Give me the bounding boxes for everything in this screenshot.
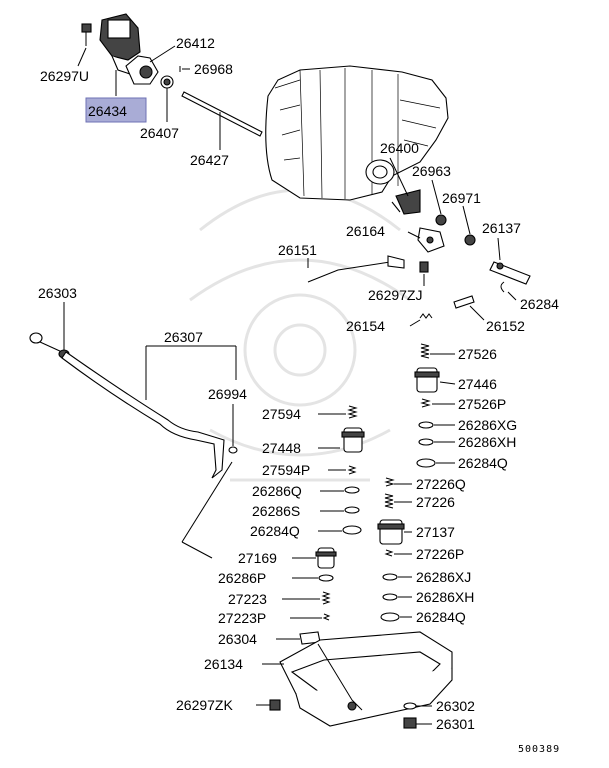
o-ring-26286XJ: [382, 573, 398, 581]
transmission-case: [265, 65, 449, 201]
label-26286XH-lower[interactable]: 26286XH: [416, 589, 474, 605]
leader-lines: [63, 45, 517, 725]
bracket-26400: [391, 189, 421, 215]
gasket-26302: [403, 702, 417, 710]
label-27448[interactable]: 27448: [262, 440, 301, 456]
label-26164[interactable]: 26164: [346, 223, 385, 239]
label-27137[interactable]: 27137: [416, 524, 455, 540]
nut-26963: [435, 214, 447, 226]
parking-rod-26151: [307, 255, 405, 283]
oil-pan-26134: [279, 631, 453, 727]
label-27223P[interactable]: 27223P: [218, 610, 266, 626]
label-26407[interactable]: 26407: [140, 125, 179, 141]
label-26307[interactable]: 26307: [164, 329, 203, 345]
shaft-26427: [181, 91, 263, 137]
spring-27223P: [322, 613, 331, 621]
label-26994[interactable]: 26994: [208, 386, 247, 402]
snap-ring-26284Q-top: [416, 458, 436, 468]
dipstick-26303: [29, 332, 70, 359]
label-26151[interactable]: 26151: [278, 242, 317, 258]
spring-27226Q: [384, 477, 395, 487]
label-26301[interactable]: 26301: [436, 716, 475, 732]
bushing-26407: [160, 75, 174, 89]
o-ring-26286XH: [418, 438, 434, 446]
spring-27223: [321, 591, 331, 605]
label-26971[interactable]: 26971: [442, 190, 481, 206]
piston-27448: [341, 427, 365, 453]
bolt-26297ZK: [269, 699, 281, 711]
o-ring-26286P: [318, 574, 334, 582]
label-26286P[interactable]: 26286P: [218, 570, 266, 586]
label-27594[interactable]: 27594: [262, 406, 301, 422]
label-26434[interactable]: 26434: [88, 103, 127, 119]
label-26303[interactable]: 26303: [38, 285, 77, 301]
label-26286S[interactable]: 26286S: [252, 503, 300, 519]
diagram-reference-number: 500389: [518, 744, 560, 755]
label-26154[interactable]: 26154: [346, 318, 385, 334]
label-27223[interactable]: 27223: [228, 591, 267, 607]
label-26284[interactable]: 26284: [520, 296, 559, 312]
label-27526[interactable]: 27526: [458, 346, 497, 362]
snap-ring-26284Q-low: [380, 612, 400, 622]
clip-26284: [500, 281, 505, 293]
bolt-26297ZJ: [419, 261, 429, 273]
piston-27137: [377, 519, 405, 545]
label-27446[interactable]: 27446: [458, 376, 497, 392]
label-26297ZK[interactable]: 26297ZK: [176, 697, 233, 713]
label-26968[interactable]: 26968: [194, 61, 233, 77]
spring-27594P: [347, 465, 357, 475]
label-26152[interactable]: 26152: [486, 318, 525, 334]
label-26134[interactable]: 26134: [204, 656, 243, 672]
oil-filler-tube-26307: [61, 351, 225, 479]
lever-26137: [489, 261, 531, 285]
label-26286XG[interactable]: 26286XG: [458, 417, 517, 433]
label-27226[interactable]: 27226: [416, 494, 455, 510]
pin-26152: [453, 295, 475, 309]
lever-26412: [125, 55, 159, 85]
label-27226P[interactable]: 27226P: [416, 546, 464, 562]
label-27594P[interactable]: 27594P: [262, 462, 310, 478]
label-26284Q-mid[interactable]: 26284Q: [250, 523, 300, 539]
piston-27169: [315, 547, 337, 569]
bolt-26297U: [81, 23, 92, 46]
label-26297U[interactable]: 26297U: [40, 68, 89, 84]
label-26284Q-low[interactable]: 26284Q: [416, 609, 466, 625]
o-ring-26286Q: [344, 486, 360, 494]
label-26286Q[interactable]: 26286Q: [252, 483, 302, 499]
o-ring-26286S: [344, 506, 360, 514]
label-26297ZJ[interactable]: 26297ZJ: [368, 287, 422, 303]
label-26400[interactable]: 26400: [380, 140, 419, 156]
label-26963[interactable]: 26963: [412, 163, 451, 179]
nut-26971: [464, 234, 476, 246]
o-ring-26286XH-lower: [382, 593, 398, 601]
label-26302[interactable]: 26302: [436, 698, 475, 714]
label-26286XH[interactable]: 26286XH: [458, 434, 516, 450]
detent-lever-26164: [417, 227, 445, 253]
label-26137[interactable]: 26137: [482, 220, 521, 236]
o-ring-26286XG: [418, 421, 434, 429]
spring-27226P: [384, 549, 394, 557]
highlight-box: [85, 97, 147, 123]
label-27169[interactable]: 27169: [238, 550, 277, 566]
label-27226Q[interactable]: 27226Q: [416, 476, 466, 492]
label-26427[interactable]: 26427: [190, 152, 229, 168]
part-labels: 26297U 26434 26412 26968 26407 26427 264…: [38, 35, 560, 755]
spring-27526: [420, 343, 430, 359]
spring-26154: [419, 313, 433, 319]
label-26284Q[interactable]: 26284Q: [458, 455, 508, 471]
spring-27526P: [420, 398, 431, 408]
label-27526P[interactable]: 27526P: [458, 396, 506, 412]
label-26412[interactable]: 26412: [176, 35, 215, 51]
piston-27446: [414, 367, 440, 393]
o-ring-26994: [228, 446, 238, 454]
spring-27226: [384, 493, 394, 509]
label-26304[interactable]: 26304: [218, 631, 257, 647]
snap-ring-26284Q-mid: [342, 525, 362, 535]
drain-plug-26301: [403, 717, 417, 729]
label-26286XJ[interactable]: 26286XJ: [416, 569, 471, 585]
spring-27594: [347, 405, 358, 419]
